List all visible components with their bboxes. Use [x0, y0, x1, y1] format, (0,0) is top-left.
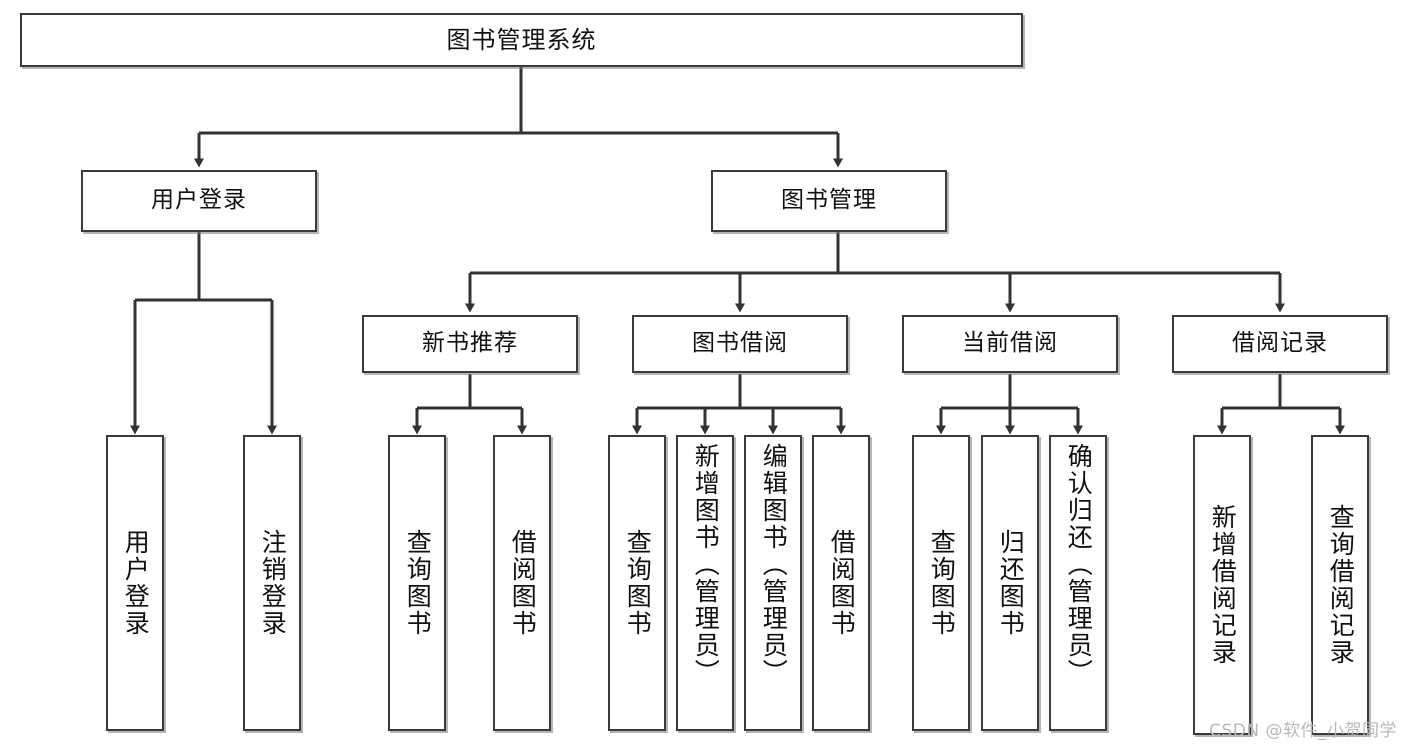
leaf-borrow-record-query[interactable]: 查询借阅记录 [1311, 435, 1369, 735]
leaf-current-borrow-query[interactable]: 查询图书 [912, 435, 970, 731]
leaf-user-login-signin-label: 用户登录 [121, 529, 151, 637]
leaf-current-borrow-return[interactable]: 归还图书 [981, 435, 1039, 731]
leaf-user-login-signout[interactable]: 注销登录 [243, 435, 301, 731]
node-current-borrow-label: 当前借阅 [962, 330, 1058, 357]
node-root-system-label: 图书管理系统 [446, 25, 597, 54]
leaf-new-book-borrow[interactable]: 借阅图书 [493, 435, 551, 731]
leaf-book-borrow-query-label: 查询图书 [623, 529, 653, 637]
leaf-book-borrow-lend-label: 借阅图书 [827, 529, 857, 637]
leaf-current-borrow-return-label: 归还图书 [996, 529, 1026, 637]
leaf-borrow-record-add[interactable]: 新增借阅记录 [1193, 435, 1251, 735]
node-book-borrow-label: 图书借阅 [692, 330, 788, 357]
node-book-management-label: 图书管理 [781, 187, 877, 214]
node-book-management[interactable]: 图书管理 [711, 170, 947, 232]
node-current-borrow[interactable]: 当前借阅 [902, 315, 1118, 373]
leaf-book-borrow-query[interactable]: 查询图书 [608, 435, 666, 731]
node-book-borrow[interactable]: 图书借阅 [632, 315, 848, 373]
node-user-login-label: 用户登录 [151, 187, 247, 214]
node-user-login[interactable]: 用户登录 [81, 170, 317, 232]
leaf-book-borrow-add[interactable]: 新增图书（管理员） [676, 435, 734, 731]
node-new-book-recommend[interactable]: 新书推荐 [362, 315, 578, 373]
leaf-borrow-record-add-label: 新增借阅记录 [1208, 504, 1238, 666]
leaf-new-book-query-label: 查询图书 [403, 529, 433, 637]
leaf-book-borrow-edit-label: 编辑图书（管理员） [759, 443, 789, 686]
node-root-system[interactable]: 图书管理系统 [20, 13, 1023, 67]
leaf-new-book-borrow-label: 借阅图书 [508, 529, 538, 637]
leaf-borrow-record-query-label: 查询借阅记录 [1326, 504, 1356, 666]
leaf-user-login-signout-label: 注销登录 [258, 529, 288, 637]
leaf-book-borrow-edit[interactable]: 编辑图书（管理员） [744, 435, 802, 731]
leaf-new-book-query[interactable]: 查询图书 [388, 435, 446, 731]
leaf-current-borrow-confirm-label: 确认归还（管理员） [1064, 443, 1094, 686]
leaf-current-borrow-confirm[interactable]: 确认归还（管理员） [1049, 435, 1107, 731]
leaf-book-borrow-lend[interactable]: 借阅图书 [812, 435, 870, 731]
leaf-current-borrow-query-label: 查询图书 [927, 529, 957, 637]
node-borrow-record-label: 借阅记录 [1232, 330, 1328, 357]
node-borrow-record[interactable]: 借阅记录 [1172, 315, 1388, 373]
leaf-user-login-signin[interactable]: 用户登录 [106, 435, 164, 731]
leaf-book-borrow-add-label: 新增图书（管理员） [691, 443, 721, 686]
node-new-book-recommend-label: 新书推荐 [422, 330, 518, 357]
